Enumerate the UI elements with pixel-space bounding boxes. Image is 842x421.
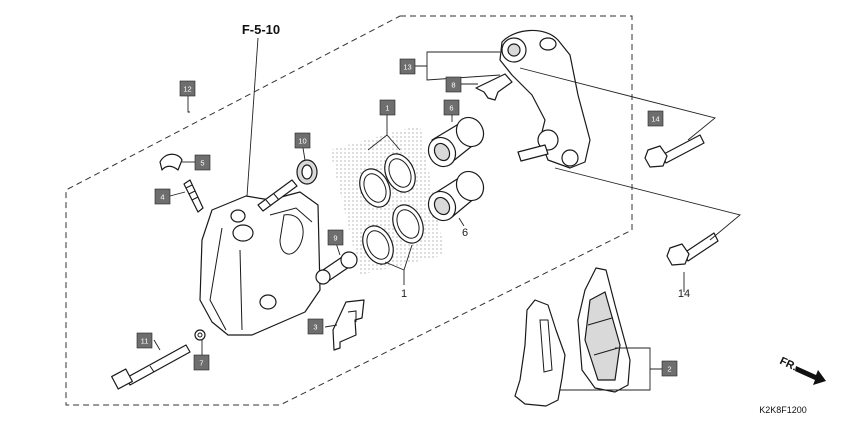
- svg-text:7: 7: [199, 359, 203, 368]
- boot: [296, 159, 318, 185]
- callout-10[interactable]: 10: [294, 132, 311, 149]
- pad-spring: [332, 299, 365, 351]
- svg-text:8: 8: [451, 81, 455, 90]
- pistons: [427, 116, 485, 222]
- front-arrow-icon: [795, 366, 826, 385]
- pad-retainer: [475, 73, 513, 101]
- callout-8[interactable]: 8: [445, 76, 462, 93]
- bracket-bolt-lower: [666, 232, 719, 266]
- callout-13[interactable]: 13: [399, 58, 416, 75]
- label-bolt[interactable]: 14: [678, 288, 690, 300]
- callout-2[interactable]: 2: [661, 360, 678, 377]
- front-direction-indicator: FR.: [778, 355, 826, 385]
- svg-text:3: 3: [313, 323, 317, 332]
- pin-bolt: [111, 344, 191, 390]
- svg-text:2: 2: [667, 365, 671, 374]
- callout-4[interactable]: 4: [154, 188, 171, 205]
- bleeder-screw: [183, 179, 204, 213]
- svg-text:4: 4: [160, 193, 164, 202]
- bracket-bolt-upper: [644, 134, 705, 168]
- svg-text:9: 9: [333, 234, 337, 243]
- brake-pads: [514, 267, 631, 407]
- sleeve: [315, 251, 358, 285]
- caliper-bracket: [499, 29, 591, 169]
- caliper-body: [199, 191, 321, 336]
- callout-6[interactable]: 6: [443, 99, 460, 116]
- label-pistons[interactable]: 6: [462, 227, 468, 239]
- callout-9[interactable]: 9: [327, 229, 344, 246]
- svg-text:5: 5: [200, 159, 204, 168]
- svg-text:13: 13: [403, 63, 411, 72]
- callout-14[interactable]: 14: [647, 110, 664, 127]
- callout-1[interactable]: 1: [379, 99, 396, 116]
- callout-5[interactable]: 5: [194, 154, 211, 171]
- svg-text:14: 14: [651, 115, 659, 124]
- callout-3[interactable]: 3: [307, 318, 324, 335]
- svg-text:6: 6: [449, 104, 453, 113]
- label-piston-seals[interactable]: 1: [401, 288, 407, 300]
- part-7-washer: [194, 329, 206, 341]
- svg-text:11: 11: [141, 337, 149, 346]
- reference-label[interactable]: F-5-10: [242, 22, 280, 37]
- svg-text:12: 12: [183, 85, 191, 94]
- callout-12[interactable]: 12: [179, 80, 196, 97]
- reference-leader: [244, 37, 259, 226]
- piston-seals: [359, 153, 424, 265]
- assembly-boundary: [65, 15, 633, 406]
- svg-text:10: 10: [298, 137, 306, 146]
- svg-text:1: 1: [385, 104, 389, 113]
- callout-11[interactable]: 11: [136, 332, 153, 349]
- drawing-code: K2K8F1200: [759, 405, 807, 415]
- bleeder-cap: [159, 153, 183, 171]
- leader-lines: [153, 51, 741, 391]
- caliper-pin: [257, 179, 298, 212]
- callout-7[interactable]: 7: [193, 354, 210, 371]
